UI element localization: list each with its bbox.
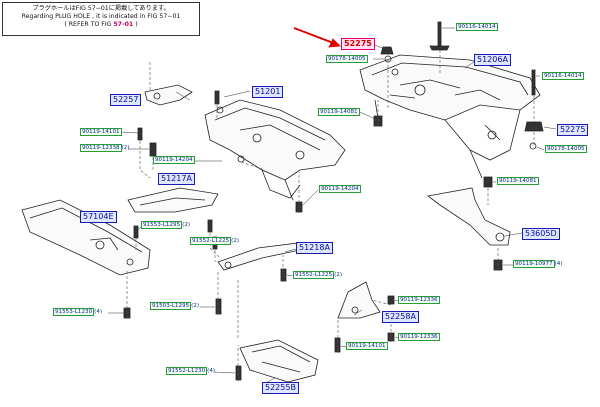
quantity: (4) [207,368,216,374]
quantity: (2) [334,272,343,278]
part-label-91553-l1230[interactable]: 91553-L1230(4) [53,308,103,316]
part-number: 90119-10977 [513,260,555,268]
brace-51217a [127,187,219,213]
part-number: 90119-14081 [318,108,360,116]
quantity: (4) [554,261,563,267]
note-line-reference: ( REFER TO FIG 57-01 ) [3,21,199,29]
part-number: 90119-14101 [80,128,122,136]
part-label-90119-12336-lower[interactable]: 90119-12336 [398,333,440,341]
part-label-90178-14005-right[interactable]: 90178-14005 [545,145,587,153]
part-label-52258a[interactable]: 52258A [382,311,419,323]
part-label-51217a[interactable]: 51217A [158,173,195,185]
part-label-52275-highlighted[interactable]: 52275 [341,38,375,50]
part-label-51206a[interactable]: 51206A [474,54,511,66]
part-label-53605d[interactable]: 53605D [522,228,560,240]
reference-note: プラグホールはFIG 57−01に掲載してあります。 Regarding PLU… [2,2,200,36]
quantity: (2) [182,222,191,228]
part-number: 91503-L1295 [150,302,192,310]
part-number: 90119-14204 [153,156,195,164]
part-number: 91552-L1225 [190,237,232,245]
part-number: 90178-14005 [545,145,587,153]
part-number: 90119-12338 [80,144,122,152]
part-number: 91552-L1225 [293,271,335,279]
part-label-90119-10977[interactable]: 90119-10977(4) [513,260,563,268]
note-ref-link[interactable]: 57-01 [113,21,134,28]
part-label-52275-right[interactable]: 52275 [557,124,589,136]
part-label-90116-14014-right[interactable]: 90116-14014 [542,72,584,80]
part-label-91503-l1295[interactable]: 91503-L1295(2) [150,302,200,310]
note-line-english: Regarding PLUG HOLE , it is indicated in… [21,13,181,20]
part-label-91552-l1225-lower[interactable]: 91552-L1225(2) [293,271,343,279]
part-label-51218a[interactable]: 51218A [296,242,333,254]
red-pointer-arrow [293,27,341,48]
note-ref-suffix: ) [133,21,138,28]
part-number: 90119-14081 [497,177,539,185]
part-number: 90119-14101 [346,342,388,350]
lower-arm-53605d [427,187,511,246]
part-number: 90119-12336 [398,333,440,341]
part-number: 90119-12336 [398,296,440,304]
note-ref-prefix: ( REFER TO FIG [64,21,114,28]
part-label-52257[interactable]: 52257 [110,94,142,106]
part-label-90119-14081-lower[interactable]: 90119-14081 [497,177,539,185]
brace-51218a [217,242,301,271]
part-label-90119-14101-left[interactable]: 90119-14101 [80,128,122,136]
part-label-90119-12338[interactable]: 90119-12338(2) [80,144,130,152]
guard-52255b [239,339,319,383]
part-label-90119-14081-upper[interactable]: 90119-14081 [318,108,360,116]
part-label-91552-l1230[interactable]: 91552-L1230(4) [166,367,216,375]
part-label-90119-14204-lower[interactable]: 90119-14204 [319,185,361,193]
part-number: 90178-14005 [326,55,368,63]
part-number: 91553-L1295 [141,221,183,229]
part-label-90178-14005-top[interactable]: 90178-14005 [326,55,368,63]
arm-52258a [337,281,381,319]
quantity: (2) [191,303,200,309]
part-label-51201[interactable]: 51201 [252,86,284,98]
part-label-91552-l1225-upper[interactable]: 91552-L1225(2) [190,237,240,245]
front-subframe-51201 [204,99,346,201]
quantity: (2) [121,145,130,151]
part-label-52255b[interactable]: 52255B [262,382,299,394]
upper-arm-52257 [144,84,193,106]
part-label-90119-14101-lower[interactable]: 90119-14101 [346,342,388,350]
assembly-guide-lines [126,50,535,381]
part-number: 91553-L1230 [53,308,95,316]
part-label-90119-14204-upper[interactable]: 90119-14204 [153,156,195,164]
hardware-items [123,21,544,381]
note-line-japanese: プラグホールはFIG 57−01に掲載してあります。 [32,5,170,12]
quantity: (4) [94,309,103,315]
part-number: 90119-14204 [319,185,361,193]
rear-subframe-51206a [359,54,541,179]
part-label-90116-14014-top[interactable]: 90116-14014 [456,23,498,31]
part-label-57104e[interactable]: 57104E [80,211,117,223]
part-label-91553-l1295[interactable]: 91553-L1295(2) [141,221,191,229]
part-number: 91552-L1230 [166,367,208,375]
part-label-90119-12336-upper[interactable]: 90119-12336 [398,296,440,304]
part-number: 90116-14014 [456,23,498,31]
part-number: 90116-14014 [542,72,584,80]
quantity: (2) [231,238,240,244]
